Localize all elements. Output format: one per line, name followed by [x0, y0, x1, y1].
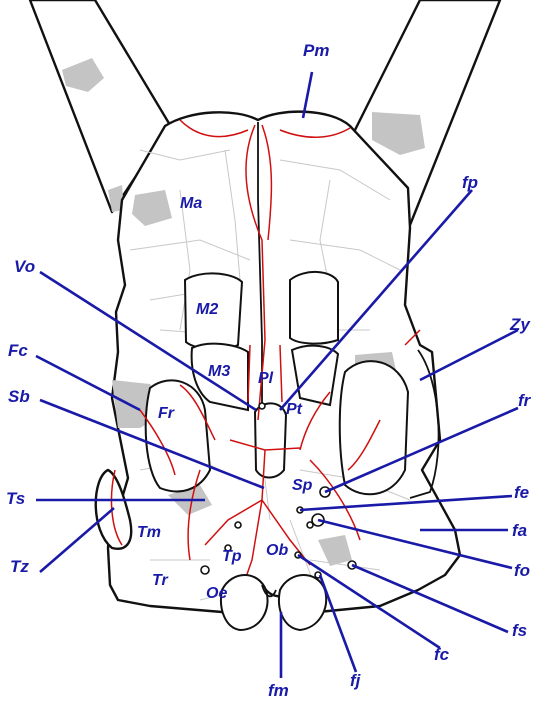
label-tz: Tz: [10, 557, 29, 576]
leader-fs: [351, 563, 509, 634]
occipital-condyle-right: [278, 574, 328, 632]
foramen-fp: [258, 402, 266, 410]
leader-zy: [419, 328, 519, 382]
label-tp: Tp: [222, 548, 242, 565]
leader-sb: [39, 398, 265, 490]
label-ma: Ma: [180, 195, 202, 212]
foramen-left-tp: [224, 544, 232, 552]
label-tm: Tm: [137, 524, 161, 541]
right-molar-upper: [289, 271, 339, 345]
occipital-condyle-left: [220, 574, 269, 632]
leader-fj: [318, 574, 358, 673]
label-fc-left: Fc: [8, 341, 28, 360]
label-vo: Vo: [14, 257, 35, 276]
label-pl: Pl: [258, 370, 274, 387]
matrix-patch: [108, 185, 124, 212]
label-fm: fm: [268, 681, 289, 700]
leader-vo: [39, 270, 257, 412]
leader-fe: [299, 494, 513, 512]
leader-pm: [301, 71, 314, 119]
right-molar-lower: [290, 344, 340, 407]
label-fs: fs: [512, 621, 527, 640]
matrix-patch: [318, 535, 352, 566]
label-tr: Tr: [152, 572, 168, 589]
label-ts: Ts: [6, 489, 25, 508]
right-zygomatic-arch: [409, 349, 440, 499]
foramen-magnum-notch: [261, 584, 277, 598]
foramen-left-small: [234, 521, 242, 529]
label-fo: fo: [514, 561, 530, 580]
label-oe: Oe: [206, 585, 227, 602]
leader-fc-bottom: [297, 553, 441, 650]
foramen-fo: [306, 521, 314, 529]
leader-fc-left: [35, 354, 141, 412]
leader-tz: [39, 507, 115, 573]
label-fr-right: fr: [518, 391, 532, 410]
label-ob: Ob: [266, 542, 288, 559]
left-temporal-fossa: [144, 379, 212, 493]
label-fc-bottom: fc: [434, 645, 450, 664]
label-fj: fj: [350, 671, 362, 690]
leader-fr: [324, 406, 519, 494]
right-temporal-fossa: [338, 360, 410, 496]
label-m2: M2: [196, 301, 218, 318]
leader-fo: [317, 518, 513, 570]
suture-lines: [110, 119, 421, 581]
label-m3: M3: [208, 363, 230, 380]
matrix-patch: [132, 190, 172, 226]
label-fr-left: Fr: [158, 405, 175, 422]
label-fa: fa: [512, 521, 527, 540]
label-sb: Sb: [8, 387, 30, 406]
label-fp: fp: [462, 173, 478, 192]
label-pt: Pt: [286, 401, 303, 418]
label-pm: Pm: [303, 41, 329, 60]
foramen-left-oe: [200, 565, 210, 575]
matrix-patch: [372, 112, 425, 155]
matrix-patch: [62, 58, 104, 92]
label-zy: Zy: [509, 315, 531, 334]
label-fe: fe: [514, 483, 529, 502]
label-sp: Sp: [292, 477, 313, 494]
leader-fp: [279, 189, 473, 411]
pterygoid-body: [253, 402, 288, 479]
